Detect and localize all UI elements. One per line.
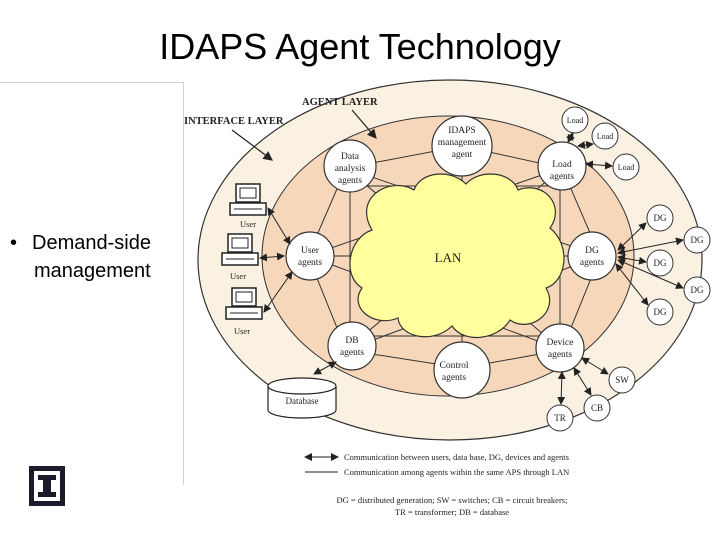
load-node-1 xyxy=(561,106,589,134)
lan-cloud xyxy=(349,173,565,339)
bullet-line-2: management xyxy=(34,260,151,282)
user-agents-line-1: User xyxy=(301,246,320,256)
dg-node-2 xyxy=(683,226,711,254)
data-analysis-line-2: analysis xyxy=(335,164,366,174)
user-label-3: User xyxy=(234,326,250,336)
interface-layer-label: INTERFACE LAYER xyxy=(184,116,284,127)
bullet-line-1: Demand-side xyxy=(32,232,151,254)
dg-agents-line-1: DG xyxy=(585,246,599,256)
data-analysis-line-3: agents xyxy=(338,176,363,186)
user-label-1: User xyxy=(240,219,256,229)
user-label-2: User xyxy=(230,271,246,281)
lan-label: LAN xyxy=(435,250,462,265)
dg-node-5 xyxy=(646,298,674,326)
user-computer-3: User xyxy=(225,287,263,336)
load-agents-line-2: agents xyxy=(550,172,575,182)
device-agents-line-1: Device xyxy=(547,338,574,348)
data-analysis-line-1: Data xyxy=(341,152,360,162)
idaps-line-1: IDAPS xyxy=(448,126,475,136)
university-logo-icon xyxy=(29,466,65,506)
idaps-line-2: management xyxy=(438,138,487,148)
dg-node-3-label: DG xyxy=(654,258,667,268)
control-agents-line-1: Control xyxy=(439,361,468,371)
device-agents xyxy=(535,323,585,373)
control-agents-line-2: agents xyxy=(442,373,467,383)
bullet-dot-icon: • xyxy=(10,232,18,254)
dg-node-2-label: DG xyxy=(691,235,704,245)
dg-node-1 xyxy=(646,204,674,232)
db-agents xyxy=(327,321,377,371)
agent-layer-label: AGENT LAYER xyxy=(302,97,378,108)
legend: Communication between users, data base, … xyxy=(304,452,569,517)
database-icon: Database xyxy=(267,377,337,419)
legend-line-2: Communication among agents within the sa… xyxy=(344,467,569,477)
device-agents-line-2: agents xyxy=(548,350,573,360)
bullet-list: • Demand-side management xyxy=(10,229,151,285)
db-agents-line-2: agents xyxy=(340,348,365,358)
sw-label: SW xyxy=(615,375,629,385)
cb-node xyxy=(583,394,611,422)
legend-line-1: Communication between users, data base, … xyxy=(344,452,569,462)
user-computer-1: User xyxy=(229,183,267,229)
load-node-1-label: Load xyxy=(567,116,583,125)
footnote-line-2: TR = transformer; DB = database xyxy=(395,507,509,517)
user-agents xyxy=(285,231,335,281)
idaps-line-3: agent xyxy=(452,150,473,160)
dg-node-1-label: DG xyxy=(654,213,667,223)
user-agents-line-2: agents xyxy=(298,258,323,268)
slide-title: IDAPS Agent Technology xyxy=(159,26,561,67)
control-agents xyxy=(433,341,491,399)
db-agents-line-1: DB xyxy=(345,336,358,346)
footnote-line-1: DG = distributed generation; SW = switch… xyxy=(337,495,568,505)
data-analysis-agents xyxy=(323,139,377,193)
tr-node xyxy=(546,404,574,432)
cb-label: CB xyxy=(591,403,603,413)
left-panel-frame xyxy=(0,82,184,485)
tr-label: TR xyxy=(554,413,566,423)
load-agents-line-1: Load xyxy=(552,160,572,170)
load-node-2-label: Load xyxy=(597,132,613,141)
load-node-3-label: Load xyxy=(618,163,634,172)
user-computer-2: User xyxy=(221,233,259,281)
dg-node-4-label: DG xyxy=(691,285,704,295)
idaps-management-agent xyxy=(431,115,493,177)
dg-node-5-label: DG xyxy=(654,307,667,317)
dg-node-4 xyxy=(683,276,711,304)
load-node-2 xyxy=(591,122,619,150)
sw-node xyxy=(608,366,636,394)
dg-agents-line-2: agents xyxy=(580,258,605,268)
database-label: Database xyxy=(286,396,319,406)
dg-agents xyxy=(567,231,617,281)
load-node-3 xyxy=(612,153,640,181)
